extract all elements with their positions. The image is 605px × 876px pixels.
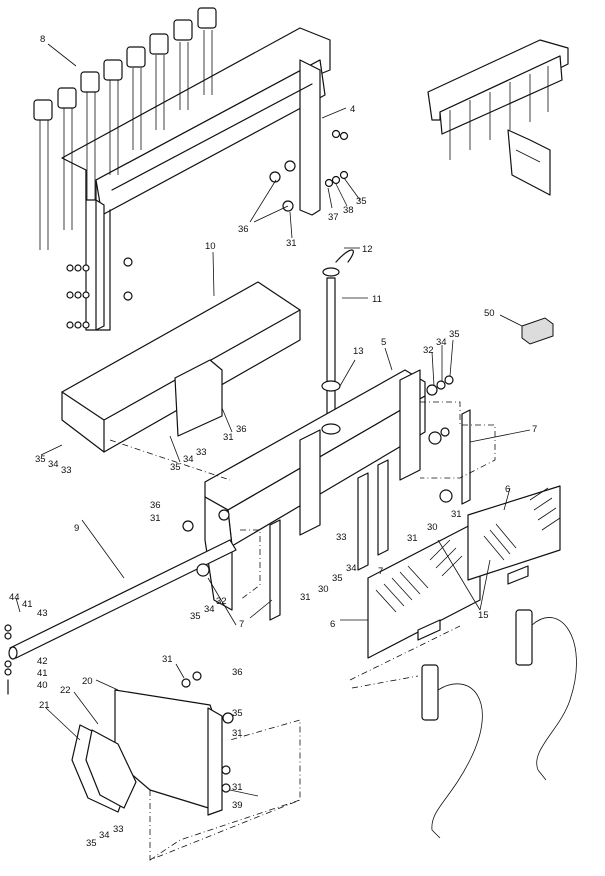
callout-21: 21: [39, 700, 50, 711]
callout-41: 41: [22, 599, 33, 610]
dashed-alignment-2: [239, 529, 261, 601]
callout-31: 31: [286, 238, 297, 249]
dashed-alignment-3: [109, 439, 231, 481]
callout-9: 9: [74, 523, 79, 534]
dashed-alignment-5: [351, 675, 419, 689]
callout-30: 30: [427, 522, 438, 533]
callout-35: 35: [86, 838, 97, 849]
callout-32: 32: [423, 345, 434, 356]
callout-5: 5: [381, 337, 386, 348]
callout-8: 8: [40, 34, 45, 45]
callout-13: 13: [353, 346, 364, 357]
callout-7: 7: [378, 566, 383, 577]
callout-11: 11: [372, 294, 382, 305]
callout-33: 33: [336, 532, 347, 543]
main-frame: [204, 369, 426, 611]
callout-31: 31: [223, 432, 234, 443]
callout-31: 31: [162, 654, 173, 665]
callout-31: 31: [232, 782, 243, 793]
callout-33: 33: [61, 465, 72, 476]
callout-35: 35: [35, 454, 46, 465]
shaft: [4, 509, 237, 695]
callout-7: 7: [532, 424, 537, 435]
callout-31: 31: [150, 513, 161, 524]
callout-34: 34: [183, 454, 194, 465]
callout-40: 40: [37, 680, 48, 691]
callout-36: 36: [150, 500, 161, 511]
scraper-plates: [367, 485, 561, 659]
hydraulic-cylinders: [421, 609, 577, 839]
callout-35: 35: [190, 611, 201, 622]
fasteners-rack: [66, 129, 349, 329]
callout-50: 50: [484, 308, 495, 319]
callout-36: 36: [238, 224, 249, 235]
callout-35: 35: [170, 462, 181, 473]
callout-37: 37: [328, 212, 339, 223]
callout-4: 4: [350, 104, 355, 115]
side-plate: [71, 671, 234, 816]
callout-35: 35: [332, 573, 343, 584]
callout-7: 7: [239, 619, 244, 630]
assembly-overview: [427, 39, 569, 196]
callout-6: 6: [330, 619, 335, 630]
callout-36: 36: [236, 424, 247, 435]
callout-33: 33: [113, 824, 124, 835]
callout-33: 33: [196, 447, 207, 458]
chain-rack-assembly: [33, 7, 349, 331]
callout-20: 20: [82, 676, 93, 687]
callout-15: 15: [478, 610, 489, 621]
callout-43: 43: [37, 608, 48, 619]
callout-44: 44: [9, 592, 20, 603]
callout-30: 30: [318, 584, 329, 595]
callout-35: 35: [232, 708, 243, 719]
callout-36: 36: [232, 667, 243, 678]
callout-22: 22: [60, 685, 71, 696]
dashed-alignment-1: [420, 401, 496, 479]
leader-lines: [15, 43, 531, 797]
callout-41: 41: [37, 668, 48, 679]
pin-assembly: [321, 249, 354, 426]
callout-31: 31: [232, 728, 243, 739]
dashed-housing: [149, 719, 301, 861]
brackets: [269, 375, 471, 621]
callout-6: 6: [505, 484, 510, 495]
callout-34: 34: [436, 337, 447, 348]
callout-32: 32: [216, 596, 227, 607]
callout-labels: 8 4 36 31 37 38 35 12 10 11 50 13 5 32 3…: [9, 34, 537, 849]
callout-12: 12: [362, 244, 373, 255]
end-cap: [521, 317, 554, 345]
callout-35: 35: [449, 329, 460, 340]
callout-38: 38: [343, 205, 354, 216]
callout-34: 34: [346, 563, 357, 574]
callout-34: 34: [204, 604, 215, 615]
callout-31: 31: [300, 592, 311, 603]
callout-34: 34: [48, 459, 59, 470]
dashed-alignment-4: [349, 625, 461, 681]
callout-31: 31: [407, 533, 418, 544]
callout-31: 31: [451, 509, 462, 520]
callout-34: 34: [99, 830, 110, 841]
callout-39: 39: [232, 800, 243, 811]
chains: [33, 7, 217, 250]
callout-35: 35: [356, 196, 367, 207]
callout-10: 10: [205, 241, 216, 252]
deflector-plate: [61, 281, 301, 453]
callout-42: 42: [37, 656, 48, 667]
